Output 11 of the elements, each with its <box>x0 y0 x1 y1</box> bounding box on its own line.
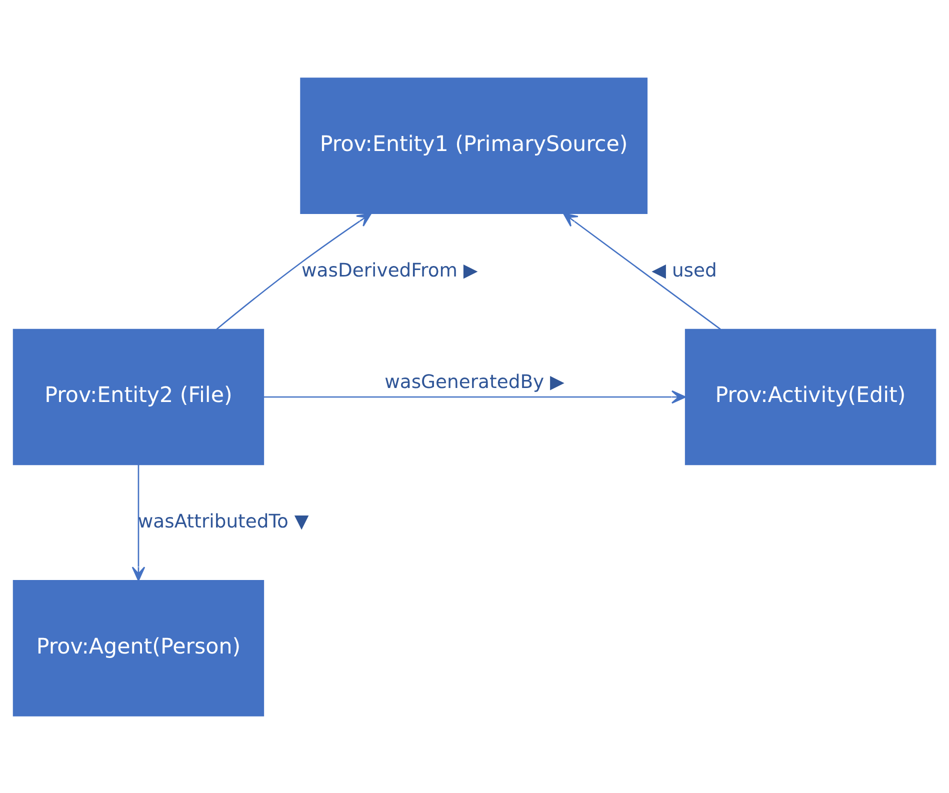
edge-label: wasGeneratedBy ▶ <box>384 371 564 392</box>
edge-label: wasDerivedFrom ▶ <box>302 260 478 281</box>
arrow <box>132 464 146 581</box>
node-box: Prov:Activity(Edit) <box>684 328 936 465</box>
arrow <box>264 390 686 404</box>
node-box: Prov:Agent(Person) <box>12 580 264 716</box>
node-box: Prov:Entity2 (File) <box>12 328 264 465</box>
edge-label: ◀ used <box>652 260 717 281</box>
arrow <box>216 212 372 330</box>
arrow <box>562 212 721 330</box>
node-box: Prov:Entity1 (PrimarySource) <box>300 77 648 214</box>
